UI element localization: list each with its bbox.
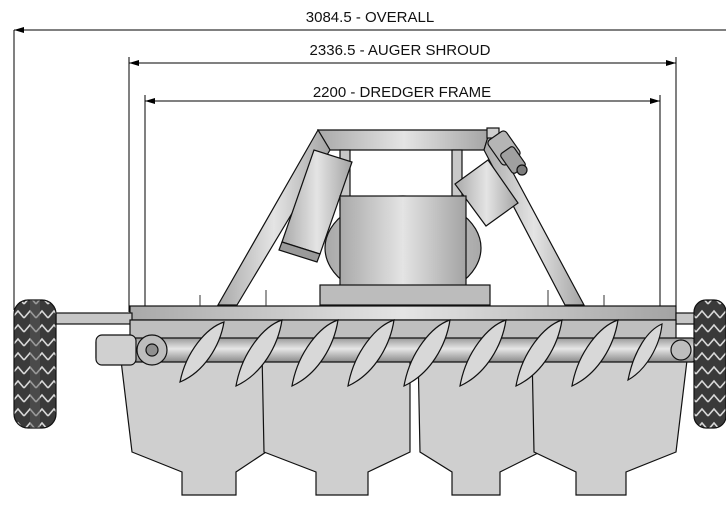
right-wheel bbox=[693, 299, 726, 429]
engine-housing bbox=[319, 195, 491, 306]
dimension-auger-shroud: 2336.5 - AUGER SHROUD bbox=[128, 42, 677, 312]
dimension-overall: 3084.5 - OVERALL bbox=[13, 9, 726, 310]
auger-assembly bbox=[95, 319, 697, 388]
auger-shroud-dimension-label: 2336.5 - AUGER SHROUD bbox=[310, 42, 491, 59]
a-frame bbox=[216, 127, 586, 306]
hopper-row bbox=[119, 351, 689, 496]
dredger-frame-dimension-label: 2200 - DREDGER FRAME bbox=[313, 84, 491, 101]
left-wheel bbox=[13, 299, 57, 429]
right-valve-block bbox=[454, 130, 528, 227]
overall-dimension-label: 3084.5 - OVERALL bbox=[306, 9, 434, 26]
dimension-dredger-frame: 2200 - DREDGER FRAME bbox=[144, 84, 661, 312]
left-cylinder-block bbox=[278, 149, 353, 263]
